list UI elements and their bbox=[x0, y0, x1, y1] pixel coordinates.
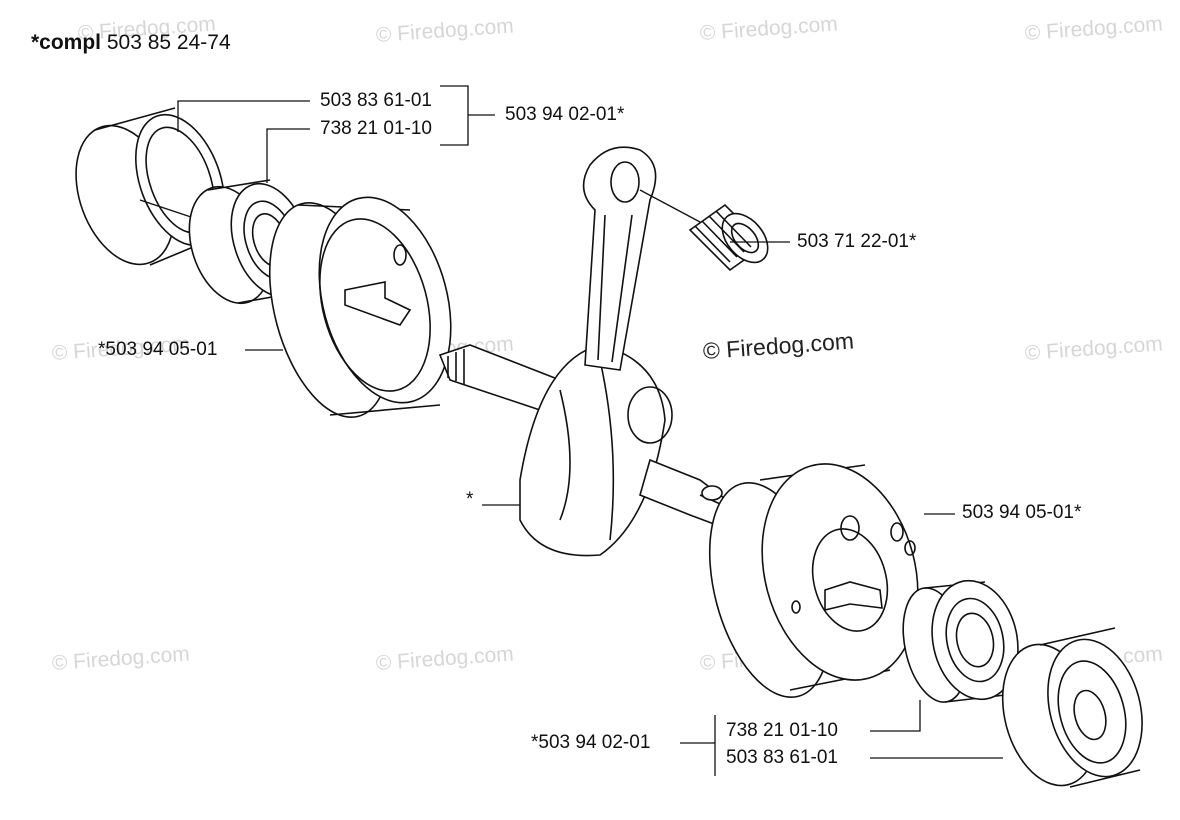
part-label-needle-bearing: 503 71 22-01* bbox=[797, 231, 917, 252]
assembly-prefix: *compl bbox=[31, 31, 102, 54]
part-label-bearing-left-inner: 738 21 01-10 bbox=[320, 118, 432, 139]
crankcase-half-right-drawing bbox=[708, 463, 919, 699]
leader-lines bbox=[177, 85, 1003, 776]
part-label-crankcase-half-left: *503 94 05-01 bbox=[98, 339, 218, 360]
assembly-number: 503 85 24-74 bbox=[106, 31, 231, 54]
assembly-title: *compl 503 85 24-74 bbox=[31, 32, 231, 53]
part-label-kit-right: *503 94 02-01 bbox=[531, 732, 651, 753]
part-label-crankcase-half-right: 503 94 05-01* bbox=[962, 502, 1082, 523]
crankshaft-drawing bbox=[438, 344, 746, 557]
crankcase-half-left-drawing bbox=[268, 196, 452, 419]
needle-bearing-drawing bbox=[639, 189, 769, 272]
part-label-bearing-left-outer: 503 83 61-01 bbox=[320, 90, 432, 111]
part-label-kit-left: 503 94 02-01* bbox=[505, 104, 625, 125]
part-label-bearing-right-inner: 738 21 01-10 bbox=[726, 720, 838, 741]
part-label-bearing-right-outer: 503 83 61-01 bbox=[726, 747, 838, 768]
connecting-rod-drawing bbox=[582, 146, 657, 371]
bearing-right-outer-drawing bbox=[1001, 627, 1143, 788]
bearing-right-inner-drawing bbox=[902, 579, 1019, 703]
part-label-crankshaft: * bbox=[466, 489, 474, 510]
